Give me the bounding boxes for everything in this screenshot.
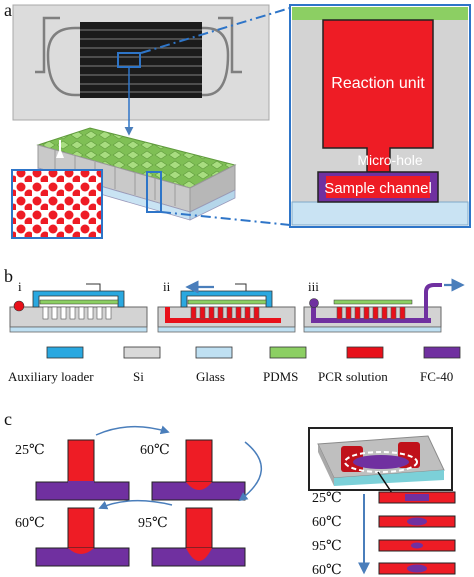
cycle-arrow-3 xyxy=(98,499,173,510)
legend-swatch-pdms xyxy=(269,346,307,359)
legend-swatch-si xyxy=(123,346,161,359)
cycle-temp-25c: 25℃ xyxy=(15,443,45,458)
step-iii-diagram: iii xyxy=(303,278,465,333)
sample-channel-label: Sample channel xyxy=(324,180,432,197)
cycle-state-95c: 95℃ xyxy=(138,507,246,567)
strip-temp-60c-a: 60℃ xyxy=(312,515,342,530)
reaction-unit-label: Reaction unit xyxy=(331,75,425,92)
strip-temp-60c-b: 60℃ xyxy=(312,563,342,577)
legend-label-pdms: PDMS xyxy=(263,369,298,384)
panel-b-label: b xyxy=(4,266,13,286)
legend-swatch-glass xyxy=(195,346,233,359)
cycle-state-25c: 25℃ xyxy=(15,439,130,501)
strip-temp-95c: 95℃ xyxy=(312,539,342,554)
legend-label-si: Si xyxy=(133,369,144,384)
zoom-line-top xyxy=(140,7,291,54)
panel-b: b i ii xyxy=(4,266,465,384)
step-i-label: i xyxy=(18,279,22,294)
legend-swatch-auxiliary-loader xyxy=(46,346,84,359)
glass-layer xyxy=(291,201,469,226)
step-i-diagram: i xyxy=(9,279,148,333)
legend: Auxiliary loader Si Glass PDMS PCR solut… xyxy=(8,346,461,384)
step-iii-label: iii xyxy=(308,279,319,294)
cycle-state-60c-b: 60℃ xyxy=(15,507,130,567)
legend-swatch-pcr-solution xyxy=(346,346,384,359)
channel-strips xyxy=(378,491,456,575)
cycle-temp-60c-a: 60℃ xyxy=(140,443,170,458)
cycle-arrow-2 xyxy=(238,441,262,502)
micro-hole-3d-inset xyxy=(308,427,453,500)
cycle-state-60c-a: 60℃ xyxy=(140,439,246,501)
panel-a: a xyxy=(4,0,471,239)
hex-array-inset xyxy=(11,169,103,239)
legend-label-glass: Glass xyxy=(196,369,225,384)
legend-label-auxiliary-loader: Auxiliary loader xyxy=(8,369,94,384)
zoom-box-3d xyxy=(146,171,162,213)
step-ii-label: ii xyxy=(163,279,171,294)
panel-a-label: a xyxy=(4,0,12,20)
panel-c: c 25℃ 60℃ 95℃ 60℃ xyxy=(4,409,456,577)
micro-hole-label: Micro-hole xyxy=(357,152,423,168)
legend-label-fc-40: FC-40 xyxy=(420,369,453,384)
strip-temp-25c: 25℃ xyxy=(312,491,342,506)
cycle-temp-95c: 95℃ xyxy=(138,516,168,531)
cross-section: Reaction unit Micro-hole Sample channel xyxy=(289,4,471,228)
cycle-temp-60c-b: 60℃ xyxy=(15,516,45,531)
panel-c-label: c xyxy=(4,409,12,429)
pdms-layer xyxy=(292,7,468,20)
chip-top-view xyxy=(12,4,270,136)
zoom-line-bottom xyxy=(160,211,291,226)
step-ii-diagram: ii xyxy=(157,279,296,333)
cycle-arrow-1 xyxy=(95,425,170,436)
legend-swatch-fc-40 xyxy=(423,346,461,359)
legend-label-pcr-solution: PCR solution xyxy=(318,369,388,384)
